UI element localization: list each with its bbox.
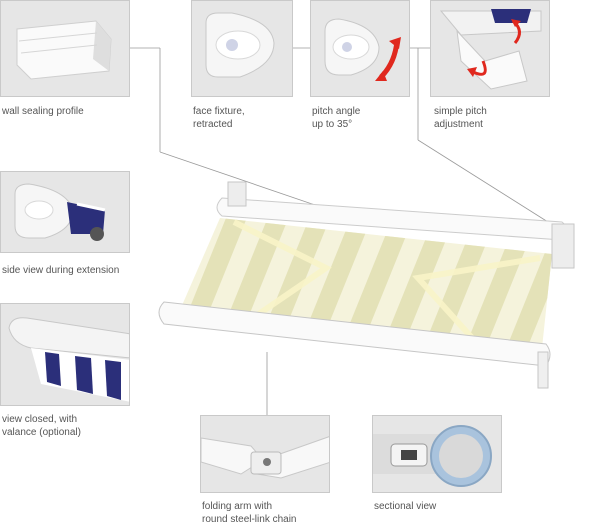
folding-arm-image <box>201 436 329 479</box>
wall-sealing-profile-image <box>16 20 112 80</box>
thumb-face-fixture <box>191 0 293 97</box>
sectional-view-image <box>373 425 492 487</box>
face-fixture-image <box>205 12 275 78</box>
thumb-pitch-angle <box>310 0 410 97</box>
pitch-angle-image <box>324 18 401 81</box>
side-view-image <box>14 183 106 241</box>
thumb-view-closed <box>0 303 130 406</box>
caption-face-fixture: face fixture, retracted <box>193 106 245 130</box>
caption-folding-arm: folding arm with round steel-link chain <box>202 501 297 525</box>
thumb-side-view <box>0 171 130 253</box>
awning-illustration <box>158 181 575 389</box>
caption-pitch-angle: pitch angle up to 35° <box>312 106 361 130</box>
caption-view-closed: view closed, with valance (optional) <box>2 414 81 438</box>
thumb-sectional-view <box>372 415 502 493</box>
thumb-wall-sealing-profile <box>0 0 130 97</box>
thumb-pitch-adjustment <box>430 0 550 97</box>
caption-wall-sealing-profile: wall sealing profile <box>2 106 84 117</box>
pitch-adjustment-image <box>439 9 542 90</box>
thumb-folding-arm <box>200 415 330 493</box>
caption-side-view: side view during extension <box>2 265 120 276</box>
caption-pitch-adjustment: simple pitch adjustment <box>434 106 487 130</box>
folding-arms <box>232 219 541 343</box>
view-closed-image <box>8 317 129 402</box>
caption-sectional-view: sectional view <box>374 501 437 512</box>
